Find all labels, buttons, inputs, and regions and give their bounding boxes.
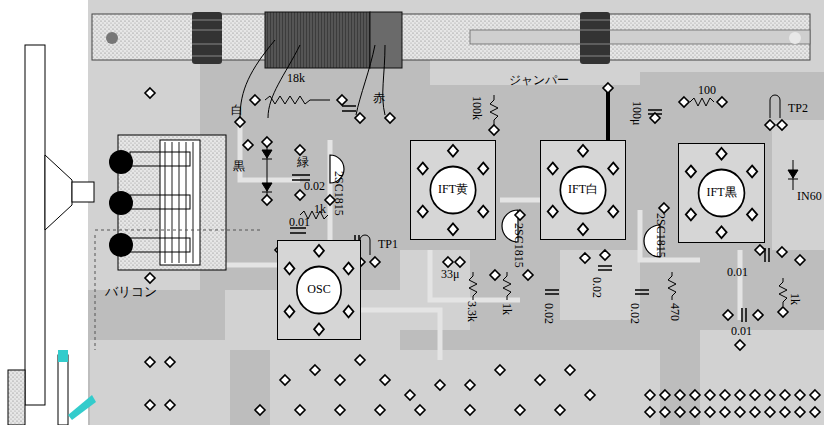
part-label: IN60: [796, 190, 823, 203]
ift-transformer: IFT黄: [410, 140, 496, 240]
part-label: 白: [230, 104, 244, 117]
part-label: 0.02: [542, 302, 555, 325]
part-label: 0.01: [726, 266, 749, 279]
part-label: 0.01: [730, 325, 753, 338]
osc-coil: OSC: [277, 240, 361, 340]
part-label: ジャンパー: [508, 74, 570, 87]
part-label: 100μ: [630, 100, 643, 126]
coil-name: IFT黒: [706, 186, 738, 199]
part-label: 3.3k: [465, 300, 478, 323]
coil-name: OSC: [306, 283, 331, 296]
part-label: 0.01: [288, 216, 311, 229]
part-label: 黒: [232, 160, 246, 173]
ift-transformer: IFT黒: [678, 143, 765, 243]
ift-transformer: IFT白: [540, 140, 626, 240]
part-label: 1k: [313, 203, 327, 216]
part-label: TP1: [377, 238, 399, 251]
part-label: 0.02: [590, 276, 603, 299]
part-label: 470: [668, 302, 681, 322]
part-label: TP2: [787, 102, 809, 115]
part-label: 0.02: [303, 180, 326, 193]
coil-name: IFT黄: [437, 183, 469, 196]
part-label: 18k: [286, 72, 306, 85]
part-label: 0.02: [628, 302, 641, 325]
part-label: 赤: [372, 92, 386, 105]
part-label: 2SC1815: [654, 212, 667, 259]
part-label: 100: [697, 84, 717, 97]
part-label: バリコン: [104, 285, 158, 299]
part-label: 2SC1815: [512, 222, 525, 269]
part-label: 33μ: [440, 268, 460, 281]
part-label: 1k: [788, 292, 801, 306]
part-label: 1k: [500, 302, 513, 316]
coil-name: IFT白: [567, 183, 599, 196]
part-label: 2SC1815: [332, 170, 345, 217]
part-label: 緑: [296, 156, 310, 169]
part-label: 100k: [470, 95, 483, 121]
